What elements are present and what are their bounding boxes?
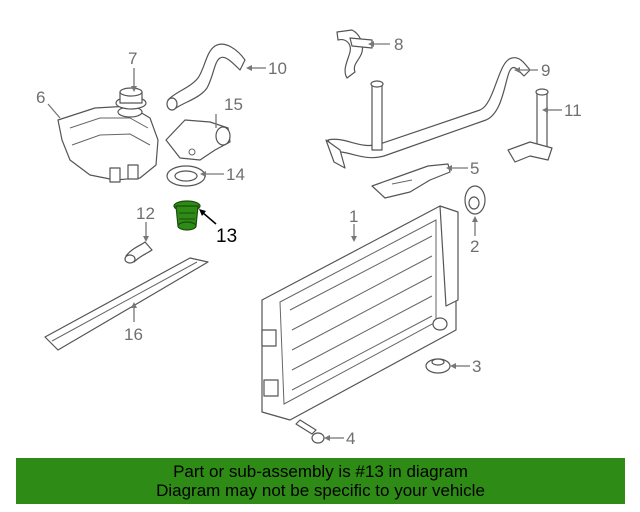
callout-11: 11 [564, 101, 582, 120]
callout-14: 14 [226, 165, 245, 184]
parts-diagram: 1 2 3 4 5 6 7 8 9 10 11 12 13 14 15 16 [36, 29, 582, 448]
part-16-strip [44, 257, 209, 351]
part-4-bolt [295, 419, 325, 444]
banner-line-1: Part or sub-assembly is #13 in diagram [173, 462, 468, 481]
part-1-radiator [261, 205, 459, 421]
part-8-hose [336, 29, 373, 79]
callout-16: 16 [124, 325, 143, 344]
callout-6: 6 [36, 88, 45, 107]
callout-12: 12 [136, 204, 155, 223]
part-6-reservoir [57, 105, 159, 183]
part-13-thermostat[interactable] [173, 200, 201, 231]
part-5-bracket [371, 163, 451, 199]
callout-15: 15 [224, 95, 243, 114]
part-15-housing [165, 119, 231, 161]
callout-13: 13 [216, 226, 237, 247]
part-3-grommet [425, 358, 451, 374]
callout-10: 10 [268, 59, 287, 78]
part-10-hose [166, 43, 246, 111]
part-2-bushing [464, 185, 486, 215]
part-11-pipe [507, 88, 553, 163]
callout-5: 5 [470, 159, 479, 178]
callout-9: 9 [541, 61, 550, 80]
callout-8: 8 [394, 35, 403, 54]
callout-7: 7 [128, 49, 137, 68]
callout-1: 1 [349, 207, 358, 226]
callout-2: 2 [470, 237, 479, 256]
banner-line-2: Diagram may not be specific to your vehi… [156, 481, 485, 500]
part-12-hose [124, 241, 153, 264]
leader-lines [47, 41, 562, 441]
callout-3: 3 [472, 357, 481, 376]
info-banner: Part or sub-assembly is #13 in diagram D… [16, 458, 625, 504]
part-7-cap [115, 87, 147, 110]
callout-4: 4 [346, 429, 355, 448]
part-9-pipe [325, 57, 531, 169]
part-14-gasket [166, 165, 206, 187]
